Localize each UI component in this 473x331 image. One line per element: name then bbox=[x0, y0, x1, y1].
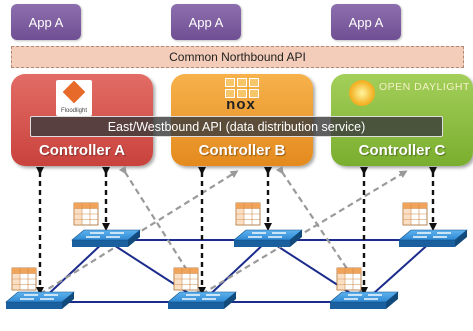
link-7 bbox=[363, 239, 434, 303]
network-switch-6 bbox=[329, 291, 399, 309]
flow-table-5 bbox=[173, 267, 199, 291]
flow-tables bbox=[11, 202, 428, 291]
network-switch-4 bbox=[5, 291, 75, 309]
network-switch-3 bbox=[398, 229, 468, 247]
northbound-api-bar: Common Northbound API bbox=[11, 46, 464, 68]
switches bbox=[5, 229, 468, 309]
controller-c-label: Controller C bbox=[358, 142, 446, 159]
flow-table-6 bbox=[336, 267, 362, 291]
flow-table-4 bbox=[11, 267, 37, 291]
app-box-2: App A bbox=[171, 4, 241, 40]
flow-table-1 bbox=[73, 202, 99, 226]
opendaylight-logo-text: OPEN DAYLIGHT bbox=[379, 81, 470, 93]
flow-table-3 bbox=[402, 202, 428, 226]
control-links bbox=[36, 167, 437, 295]
app-box-3: App A bbox=[331, 4, 401, 40]
controller-a-label: Controller A bbox=[38, 142, 126, 159]
network-switch-2 bbox=[233, 229, 303, 247]
opendaylight-logo-sun bbox=[349, 80, 375, 106]
eastwest-api-bar: East/Westbound API (data distribution se… bbox=[30, 116, 443, 137]
app-box-1: App A bbox=[11, 4, 81, 40]
nox-logo: nox bbox=[219, 78, 263, 112]
network-switch-5 bbox=[167, 291, 237, 309]
network-switch-1 bbox=[71, 229, 141, 247]
floodlight-logo: Floodlight bbox=[56, 80, 92, 116]
controller-b-label: Controller B bbox=[198, 142, 286, 159]
cross-link-2 bbox=[201, 170, 408, 295]
flow-table-2 bbox=[235, 202, 261, 226]
